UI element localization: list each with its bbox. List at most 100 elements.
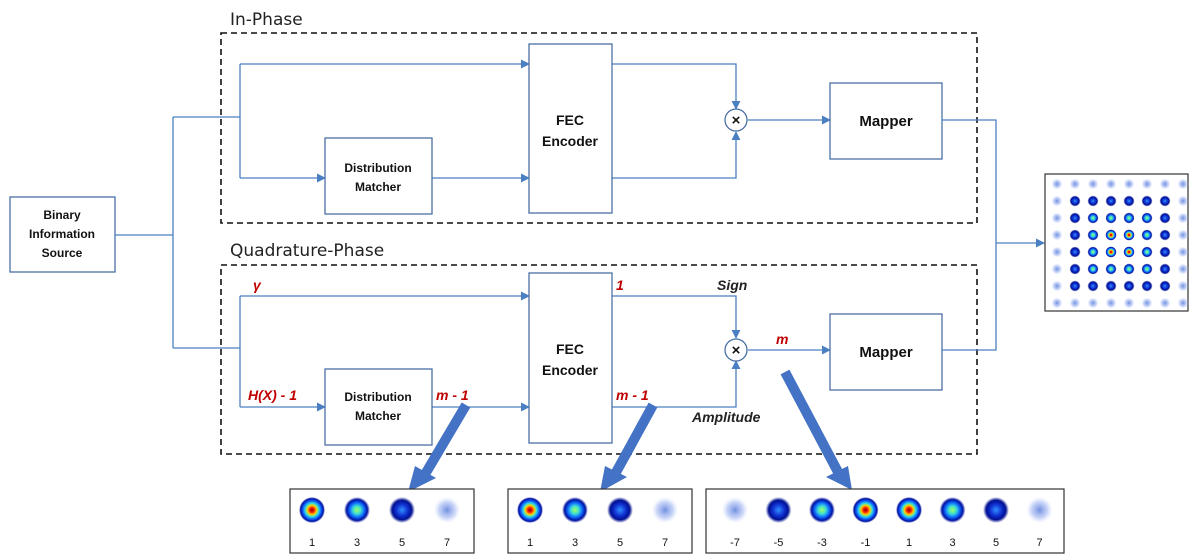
distribution-tick-label: 5 [617, 537, 623, 549]
distribution-tick-label: -3 [817, 537, 827, 549]
dm-label-q-2: Matcher [355, 409, 401, 423]
multiplier-symbol-quadrature: × [732, 342, 741, 359]
constellation-point [1105, 263, 1117, 275]
distribution-blob [607, 497, 633, 523]
callout-arrows [408, 369, 852, 492]
constellation-point [1069, 263, 1081, 275]
constellation-point [1177, 280, 1189, 292]
source-label-1: Binary [43, 208, 81, 222]
source-label-3: Source [42, 246, 83, 260]
distribution-tick-label: 3 [354, 537, 360, 549]
constellation-point [1123, 263, 1135, 275]
constellation-point [1105, 212, 1117, 224]
quadrature-phase-group [220, 264, 978, 455]
signal-m-minus-1-dm: m - 1 [436, 387, 469, 403]
constellation-points [1051, 178, 1189, 309]
distribution-blob [652, 497, 678, 523]
constellation-point [1141, 195, 1153, 207]
constellation-point [1051, 246, 1063, 258]
constellation-point [1159, 297, 1171, 309]
constellation-point [1051, 297, 1063, 309]
distribution-tick-label: 5 [399, 537, 405, 549]
constellation-point [1141, 178, 1153, 190]
distribution-panel-symbols [705, 488, 1065, 554]
constellation-point [1069, 280, 1081, 292]
distribution-blob [809, 497, 835, 523]
signal-one: 1 [616, 277, 624, 293]
constellation-point [1051, 195, 1063, 207]
distribution-tick-label: -5 [774, 537, 784, 549]
fec-label-q-1: FEC [556, 341, 584, 357]
fec-encoder-block-inphase [528, 43, 613, 214]
distribution-blob [517, 497, 543, 523]
constellation-point [1069, 246, 1081, 258]
dm-label-2: Matcher [355, 180, 401, 194]
constellation-point [1123, 280, 1135, 292]
constellation-point [1159, 195, 1171, 207]
fec-label-q-2: Encoder [542, 362, 599, 378]
distribution-blob [896, 497, 922, 523]
constellation-point [1087, 212, 1099, 224]
fec-label-1: FEC [556, 112, 584, 128]
mapper-block-quadrature [829, 313, 943, 391]
distribution-tick-label: 1 [309, 537, 315, 549]
constellation-point [1087, 229, 1099, 241]
constellation-point [1087, 297, 1099, 309]
constellation-point [1069, 178, 1081, 190]
in-phase-title: In-Phase [230, 10, 303, 30]
constellation-point [1051, 280, 1063, 292]
constellation-point [1141, 229, 1153, 241]
constellation-point [1087, 263, 1099, 275]
distribution-tick-label: 3 [572, 537, 578, 549]
distribution-tick-label: 7 [662, 537, 668, 549]
mapper-label-quadrature: Mapper [859, 344, 913, 361]
constellation-point [1159, 212, 1171, 224]
constellation-point [1159, 280, 1171, 292]
constellation-point [1159, 246, 1171, 258]
constellation-point [1087, 178, 1099, 190]
constellation-point [1177, 297, 1189, 309]
constellation-point [1141, 280, 1153, 292]
constellation-point [1141, 212, 1153, 224]
mapper-output-wiring [942, 119, 1045, 351]
mapper-label-inphase: Mapper [859, 113, 913, 130]
constellation-point [1087, 195, 1099, 207]
constellation-point [1159, 229, 1171, 241]
constellation-point [1141, 246, 1153, 258]
distribution-matcher-block-inphase [324, 137, 433, 215]
dm-label-q-1: Distribution [344, 390, 411, 404]
constellation-point [1123, 246, 1135, 258]
constellation-point [1105, 178, 1117, 190]
distribution-blob [434, 497, 460, 523]
constellation-point [1105, 229, 1117, 241]
fec-encoder-block-quadrature [528, 272, 613, 444]
signal-m-minus-1-fec: m - 1 [616, 387, 649, 403]
constellation-point [1069, 229, 1081, 241]
constellation-point [1177, 212, 1189, 224]
constellation-point [1177, 263, 1189, 275]
constellation-point [1177, 178, 1189, 190]
distribution-tick-label: 1 [906, 537, 912, 549]
constellation-point [1105, 280, 1117, 292]
distribution-blob [939, 497, 966, 523]
distribution-blob [852, 497, 879, 523]
in-phase-wiring [239, 59, 831, 183]
source-wiring [115, 116, 240, 349]
constellation-point [1087, 280, 1099, 292]
constellation-point [1177, 246, 1189, 258]
constellation-point [1051, 212, 1063, 224]
in-phase-group [220, 32, 978, 224]
signal-m: m [776, 331, 788, 347]
distribution-blob [1026, 497, 1053, 523]
distribution-tick-label: 1 [527, 537, 533, 549]
constellation-point [1069, 195, 1081, 207]
distribution-tick-label: -7 [730, 537, 740, 549]
constellation-point [1105, 297, 1117, 309]
distribution-tick-label: 5 [993, 537, 999, 549]
distribution-tick-label: 7 [1036, 537, 1042, 549]
dm-label-1: Distribution [344, 161, 411, 175]
mapper-block-inphase [829, 82, 943, 160]
distribution-blob [765, 497, 792, 523]
constellation-point [1141, 297, 1153, 309]
